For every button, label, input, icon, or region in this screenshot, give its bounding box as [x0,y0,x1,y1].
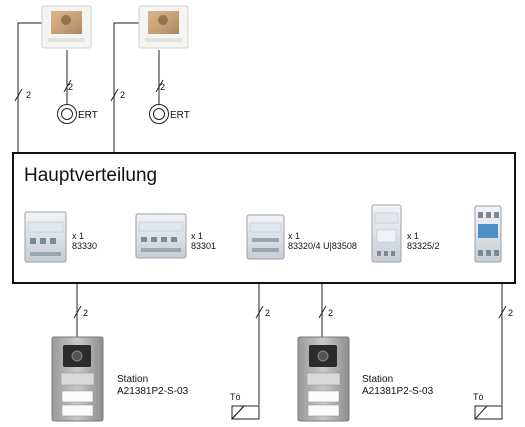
din-module [24,211,67,263]
ert-label: ERT [170,110,190,121]
wire-monitor-2 [113,22,139,153]
ert-button: ERT [149,104,190,124]
wire-count: 2 [508,308,513,318]
wire-count: 2 [265,308,270,318]
slash-marker [73,305,82,319]
slash-marker [318,305,327,319]
slash-marker [255,305,264,319]
door-opener-label: Tö [473,392,484,402]
distribution-title: Hauptverteilung [24,165,157,186]
module-qty: x 1 [288,231,300,241]
wire-count: 2 [328,308,333,318]
module-qty: x 1 [72,231,84,241]
wire-count: 2 [26,90,31,100]
wire-count: 2 [120,90,125,100]
door-opener-label: Tö [230,392,241,402]
din-module [135,213,187,259]
module-code: 83325/2 [407,241,440,251]
station-model: A21381P2-S-03 [362,386,434,397]
station-label: Station [362,374,393,385]
module-code: 83301 [191,241,216,251]
slash-marker [110,88,119,102]
module-code: 83320/4 U|83508 [288,241,357,251]
module-qty: x 1 [407,231,419,241]
station-labels: Station A21381P2-S-03 Station A21381P2-S… [117,374,434,397]
station-model: A21381P2-S-03 [117,386,189,397]
wire-count: 2 [83,308,88,318]
wire-count: 2 [160,82,165,92]
station-label: Station [117,374,148,385]
indoor-monitor [41,5,92,49]
slash-marker [498,305,507,319]
din-module [246,214,285,260]
din-module [474,205,502,263]
door-opener: Tö [473,392,503,420]
bus-wires [17,22,503,405]
module-qty: x 1 [191,231,203,241]
wire-monitor-1 [17,22,42,153]
slash-marker [14,88,23,102]
wire-count: 2 [68,82,73,92]
slash-marker [155,79,164,93]
wire-count-labels: 2 2 2 2 2 2 2 2 [26,82,513,318]
door-station [297,336,350,422]
ert-button: ERT [57,104,98,124]
din-module [371,204,402,263]
door-opener: Tö [230,392,260,420]
module-code: 83330 [72,241,97,251]
wire-markers [14,79,507,319]
indoor-monitor [138,5,189,49]
slash-marker [63,79,72,93]
ert-label: ERT [78,110,98,121]
module-labels: x 1 83330 x 1 83301 x 1 83320/4 U|83508 … [72,231,440,251]
door-station [51,336,104,422]
